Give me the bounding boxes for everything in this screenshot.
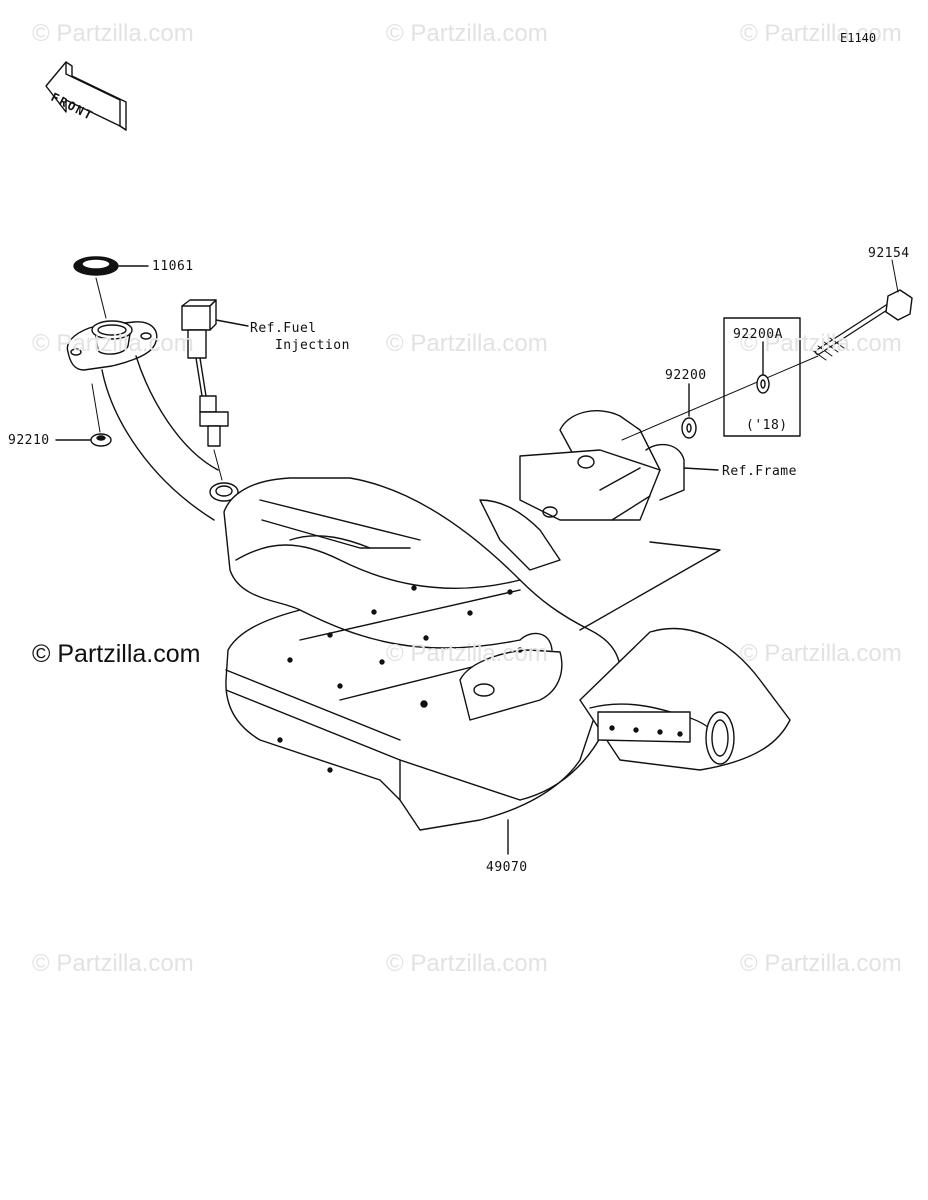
watermark: © Partzilla.com	[386, 20, 548, 47]
muffler-49070-drawing	[223, 477, 791, 855]
ref-fuel-injection-label: Ref.Fuel Injection	[250, 321, 350, 353]
part-label-92210[interactable]: 92210	[8, 433, 50, 448]
gasket-11061-drawing	[73, 256, 149, 319]
watermark: © Partzilla.com	[740, 20, 902, 47]
front-arrow-icon	[45, 61, 127, 131]
watermark: © Partzilla.com	[740, 330, 902, 357]
watermark: © Partzilla.com	[740, 950, 902, 977]
bolt-92154-drawing	[621, 259, 913, 441]
year-note: ('18)	[746, 418, 788, 433]
watermark: © Partzilla.com	[32, 330, 194, 357]
partzilla-watermark-main: © Partzilla.com	[32, 640, 201, 668]
ref-frame-label: Ref.Frame	[722, 464, 797, 479]
part-label-11061[interactable]: 11061	[152, 259, 194, 274]
washer-92200a-drawing	[723, 317, 801, 437]
washer-92200-drawing	[681, 383, 697, 439]
part-label-49070[interactable]: 49070	[486, 860, 528, 875]
part-label-92200a[interactable]: 92200A	[733, 327, 783, 342]
watermark: © Partzilla.com	[32, 20, 194, 47]
watermark: © Partzilla.com	[32, 950, 194, 977]
watermark: © Partzilla.com	[740, 640, 902, 667]
part-label-92154[interactable]: 92154	[868, 246, 910, 261]
nut-92210-drawing	[55, 383, 112, 447]
watermark: © Partzilla.com	[386, 640, 548, 667]
frame-bracket-drawing	[479, 410, 721, 631]
part-label-92200[interactable]: 92200	[665, 368, 707, 383]
watermark: © Partzilla.com	[386, 330, 548, 357]
diagram-code: E1140	[840, 31, 877, 45]
header-pipe-drawing	[66, 320, 219, 521]
oxygen-sensor-drawing	[181, 299, 249, 502]
watermark: © Partzilla.com	[386, 950, 548, 977]
